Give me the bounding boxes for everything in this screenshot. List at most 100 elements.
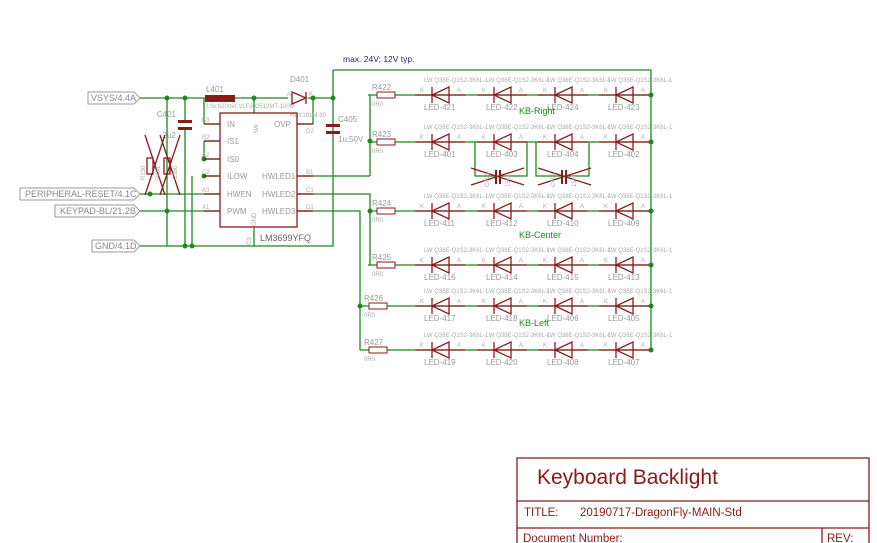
svg-text:PERIPHERAL-RESET/4.1C: PERIPHERAL-RESET/4.1C (25, 189, 137, 199)
led-part: LW Q38E-Q1S2-3K6L-1 (424, 78, 489, 84)
resistor (368, 346, 388, 354)
netlabel-vsys: VSYS/4.4A (87, 91, 141, 105)
led-a-label: A (580, 258, 584, 264)
led-part: LW Q38E-Q1S2-3K6L-1 (608, 289, 673, 295)
title-value: 20190717-DragonFly-MAIN-Std (580, 507, 742, 519)
led-a-label: A (457, 135, 461, 141)
ic-pin-label: HWLED3 (262, 207, 296, 216)
title-block: Keyboard Backlight TITLE: 20190717-Drago… (516, 457, 870, 543)
led-ref: LED-402 (608, 150, 640, 159)
led-part: LW Q38E-Q1S2-3K6L-1 (424, 333, 489, 339)
c403-ref: C403 (485, 172, 491, 187)
r130-ref: R130 (141, 165, 147, 180)
c405-value: 1u;50V (338, 135, 364, 144)
led-a-label: A (641, 204, 645, 210)
led-a-label: A (457, 258, 461, 264)
led-icon (553, 132, 573, 152)
led-a-label: A (519, 88, 523, 94)
ic-sw-label: SW (254, 124, 260, 134)
led-ref: LED-403 (486, 150, 518, 159)
led-icon (553, 296, 573, 316)
netlabel-reset: PERIPHERAL-RESET/4.1C (19, 187, 141, 201)
led-icon (430, 132, 450, 152)
resistor-ref: R425 (372, 253, 392, 262)
led-a-label: A (580, 88, 584, 94)
resistor-value: 0R0 (364, 313, 376, 319)
resistor-ref: R427 (364, 338, 384, 347)
ic-pin-number: A1 (202, 205, 210, 211)
junction (648, 92, 654, 98)
ic-pin-number: A3 (202, 188, 210, 194)
led-icon (430, 296, 450, 316)
led-icon (430, 255, 450, 275)
led-ref: LED-417 (424, 314, 456, 323)
resistor-value: 0R0 (372, 102, 384, 108)
led-ref: LED-415 (547, 273, 579, 282)
led-ref: LED-414 (486, 273, 518, 282)
led-part: LW Q38E-Q1S2-3K6L-1 (547, 78, 612, 84)
led-a-label: A (580, 299, 584, 305)
ic-pin-label: IN (227, 120, 235, 129)
led-ref: LED-407 (608, 358, 640, 367)
led-a-label: A (580, 135, 584, 141)
svg-text:KEYPAD-BL/21.2B: KEYPAD-BL/21.2B (60, 206, 136, 216)
led-ref: LED-401 (424, 150, 456, 159)
led-part: LW Q38E-Q1S2-3K6L-1 (424, 248, 489, 254)
led-ref: LED-411 (424, 219, 456, 228)
led-part: LW Q38E-Q1S2-3K6L-1 (608, 194, 673, 200)
led-a-label: A (457, 204, 461, 210)
c402-value: 15pF (572, 173, 578, 187)
junction (648, 303, 654, 309)
resistor (376, 207, 396, 215)
r451-ref: R451 (156, 165, 162, 180)
led-part: LW Q38E-Q1S2-3K6L-1 (486, 125, 551, 131)
led-k-label: K (604, 88, 608, 94)
led-k-label: K (420, 343, 424, 349)
led-part: LW Q38E-Q1S2-3K6L-1 (486, 78, 551, 84)
c401-ref: C401 (157, 110, 177, 119)
junction (648, 347, 654, 353)
led-ref: LED-404 (547, 150, 579, 159)
led-k-label: K (482, 88, 486, 94)
resistor (376, 138, 396, 146)
led-k-label: K (543, 204, 547, 210)
led-k-label: K (604, 299, 608, 305)
led-part: LW Q38E-Q1S2-3K6L-1 (608, 78, 673, 84)
resistor-ref: R424 (372, 199, 392, 208)
c401-value: 2u2 (163, 131, 177, 140)
led-ref: LED-416 (424, 273, 456, 282)
led-ref: LED-423 (608, 103, 640, 112)
c402-ref: C402 (551, 172, 557, 187)
led-ref: LED-408 (547, 358, 579, 367)
led-icon (614, 85, 634, 105)
resistor-ref: R423 (372, 130, 392, 139)
led-k-label: K (543, 135, 547, 141)
dnp-capacitors (470, 142, 592, 186)
inductor-value: 10u;620mA;VLF302512MT-100M (206, 104, 295, 110)
voltage-note: max. 24V; 12V typ. (343, 54, 415, 64)
led-k-label: K (420, 88, 424, 94)
ic-pin-label: IS1 (227, 137, 240, 146)
ic-name: LM3699YFQ (260, 233, 311, 243)
resistor-ref: R426 (364, 294, 384, 303)
resistor (368, 302, 388, 310)
group-kb-right: KB-Right (519, 106, 556, 116)
capacitor-c405 (326, 124, 340, 134)
ic-pin-label: OVP (274, 120, 291, 129)
led-part: LW Q38E-Q1S2-3K6L-1 (486, 289, 551, 295)
led-icon (430, 201, 450, 221)
group-kb-center: KB-Center (519, 230, 561, 240)
led-icon (614, 296, 634, 316)
led-ref: LED-412 (486, 219, 518, 228)
led-a-label: A (519, 204, 523, 210)
led-icon (492, 296, 512, 316)
document-number-label: Document Number: (523, 533, 623, 543)
resistor-value: 0R0 (372, 272, 384, 278)
led-ref: LED-424 (547, 103, 579, 112)
led-k-label: K (482, 258, 486, 264)
led-a-label: A (641, 258, 645, 264)
led-a-label: A (457, 88, 461, 94)
led-a-label: A (457, 299, 461, 305)
